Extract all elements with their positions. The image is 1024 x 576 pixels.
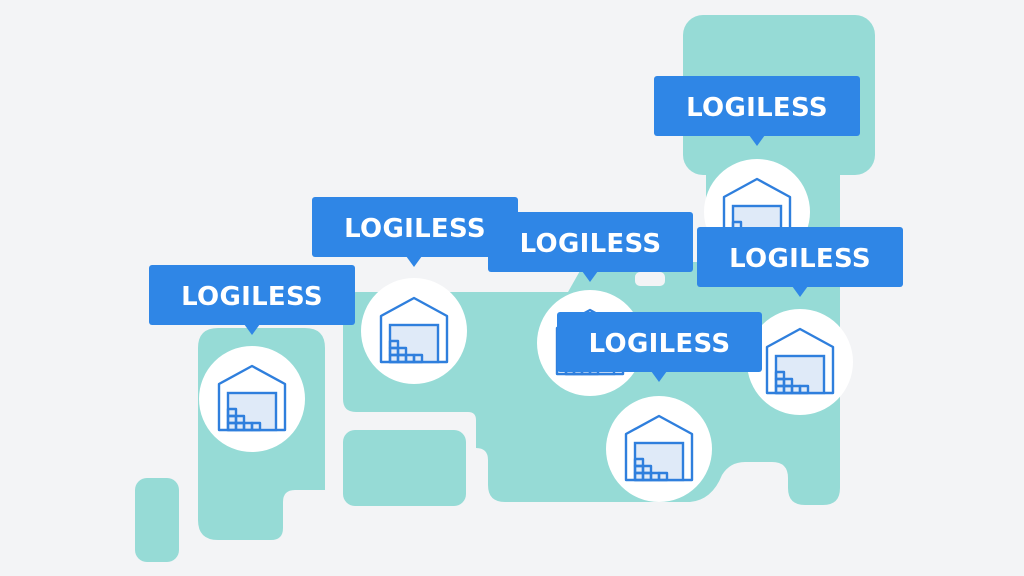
warehouse-markers: LOGILESS LOGILESS LOGILESS LOGILESS LOGILESS… — [149, 76, 903, 502]
warehouse-icon — [379, 296, 449, 364]
logiless-label[interactable]: LOGILESS — [149, 265, 355, 335]
warehouse-icon — [217, 364, 287, 432]
logiless-label-text: LOGILESS — [686, 93, 828, 123]
logiless-label-text: LOGILESS — [520, 229, 662, 259]
warehouse-icon — [765, 327, 835, 395]
location-marker-tokai[interactable]: LOGILESS — [557, 312, 762, 502]
logiless-label[interactable]: LOGILESS — [557, 312, 762, 382]
logiless-label[interactable]: LOGILESS — [654, 76, 860, 146]
location-marker-kanto[interactable]: LOGILESS — [697, 227, 903, 415]
location-marker-chugoku[interactable]: LOGILESS — [312, 197, 518, 384]
logiless-label[interactable]: LOGILESS — [488, 212, 693, 282]
logiless-label-text: LOGILESS — [181, 282, 323, 312]
logiless-label-text: LOGILESS — [589, 329, 731, 359]
logiless-label-text: LOGILESS — [344, 214, 486, 244]
logiless-label-text: LOGILESS — [729, 244, 871, 274]
warehouse-icon — [624, 414, 694, 482]
location-marker-kyushu[interactable]: LOGILESS — [149, 265, 355, 452]
land-inlet — [635, 272, 665, 286]
land-southern-island — [135, 478, 179, 562]
logiless-label[interactable]: LOGILESS — [312, 197, 518, 267]
land-shikoku — [343, 430, 466, 506]
logiless-label[interactable]: LOGILESS — [697, 227, 903, 297]
